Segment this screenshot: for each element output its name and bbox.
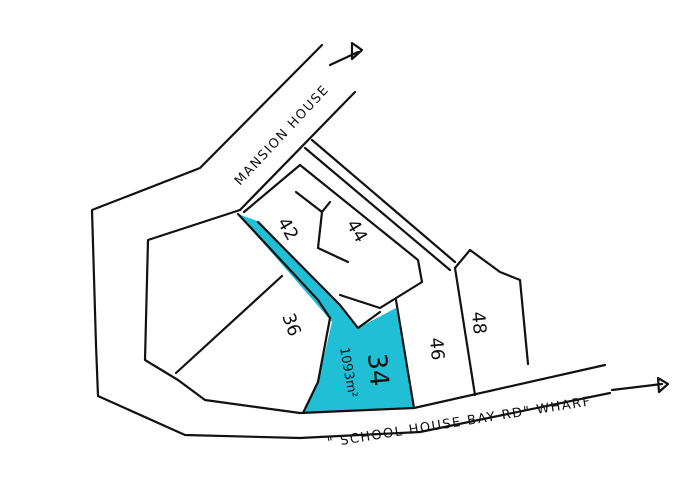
wharf-arrow-head [656,376,670,394]
access-strip-left-edge [236,212,332,320]
lot-46-48-divider [453,266,477,397]
mansion-house-road-label: MANSION HOUSE [232,82,333,188]
access-strip-right-edge [256,220,382,330]
lots-42-44-outline [242,163,424,310]
wharf-arrow-line [610,382,664,392]
lot-36-label: 36 [277,311,305,340]
road-inner-boundary [143,90,607,415]
lot-34-left-edge [301,316,332,415]
driveway-line-1 [303,146,452,272]
lot-34-right-edge [394,298,416,410]
lot-46-48-outline [453,248,530,366]
mansion-house-arrow-line [328,50,360,67]
driveway-line-2 [310,138,457,264]
mansion-house-arrow-head [350,41,364,61]
lot-44-label: 44 [342,216,372,246]
lot-34-label: 34 [361,352,394,388]
lot-46-label: 46 [425,337,448,362]
lot-48-label: 48 [467,311,490,336]
lot-42-44-divider [294,190,350,264]
lot-36-divider [174,274,284,375]
lot-42-44-divider-2 [320,200,332,214]
road-outer-boundary [90,43,612,440]
